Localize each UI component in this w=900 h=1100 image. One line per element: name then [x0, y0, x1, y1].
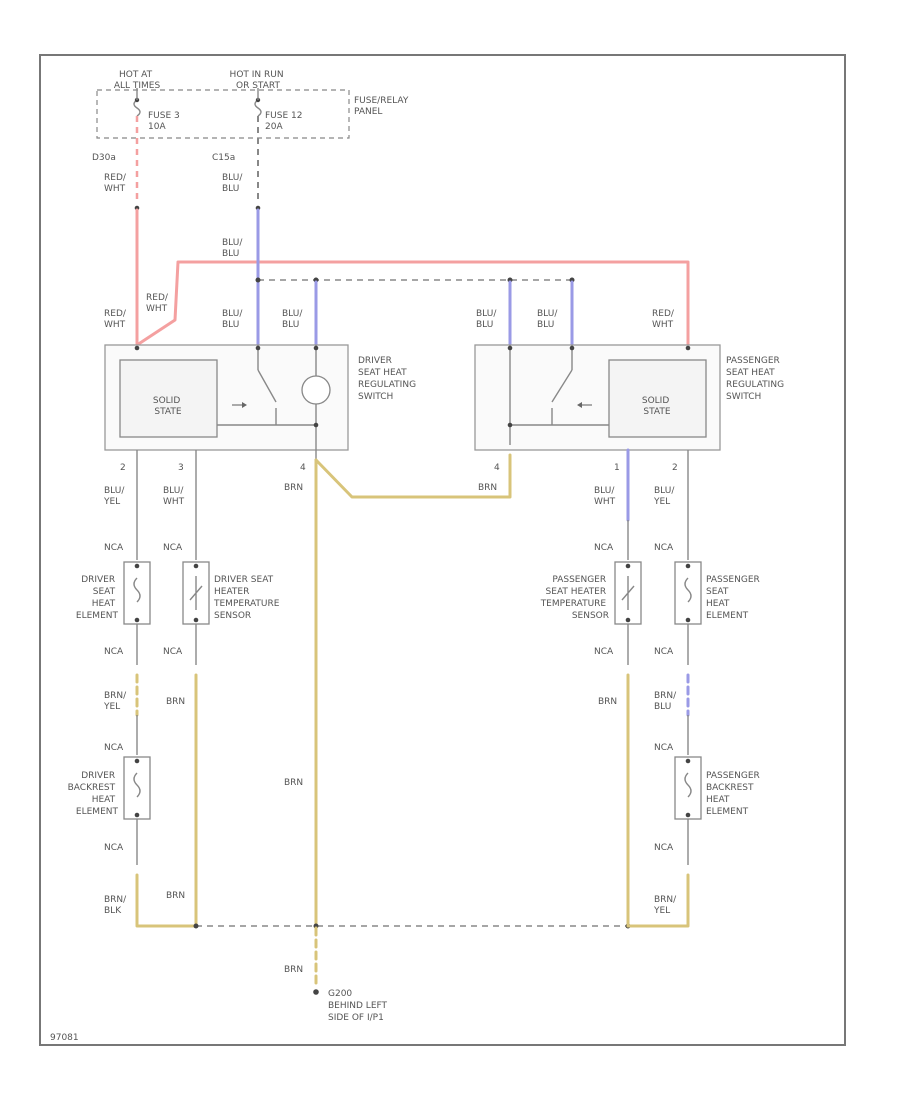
label-fuse-12: FUSE 12 20A	[265, 111, 305, 132]
reference-number: 97081	[50, 1033, 79, 1043]
label-fuse-3: FUSE 3 10A	[148, 111, 183, 132]
driver-seat-heat-switch: SOLID STATE DRIVER SEAT HEAT REGULATING …	[104, 344, 419, 460]
ground-point	[313, 989, 319, 995]
svg-text:RED/WHT: RED/WHT	[104, 309, 127, 330]
svg-text:RED/WHT: RED/WHT	[652, 309, 675, 330]
svg-text:NCA: NCA	[104, 543, 124, 553]
svg-text:BLU/BLU: BLU/BLU	[222, 309, 243, 330]
svg-text:4: 4	[300, 463, 306, 473]
svg-text:NCA: NCA	[104, 647, 124, 657]
label-passenger-backrest: PASSENGER BACKREST HEAT ELEMENT	[706, 771, 763, 817]
label-hot-in-run: HOT IN RUN OR START	[230, 70, 287, 91]
passenger-solid-state-label: SOLID STATE	[642, 396, 672, 417]
top-feed-wires: D30a C15a RED/ WHT BLU/ BLU BLU/ BLU RED…	[92, 88, 690, 347]
passenger-seat-heat-element	[674, 561, 702, 625]
svg-text:NCA: NCA	[594, 647, 614, 657]
svg-text:NCA: NCA	[104, 743, 124, 753]
svg-text:BRN: BRN	[284, 778, 303, 788]
svg-text:NCA: NCA	[594, 543, 614, 553]
driver-indicator-lamp-icon	[301, 375, 331, 405]
svg-text:BLU/WHT: BLU/WHT	[594, 486, 616, 507]
svg-text:3: 3	[178, 463, 184, 473]
svg-text:BLU/BLU: BLU/BLU	[537, 309, 558, 330]
label-driver-backrest: DRIVER BACKREST HEAT ELEMENT	[68, 771, 119, 817]
pin-labels: 2 3 4 4 1 2	[120, 463, 678, 473]
svg-text:2: 2	[120, 463, 126, 473]
label-ground: G200 BEHIND LEFT SIDE OF I/P1	[328, 989, 390, 1023]
svg-text:BRN: BRN	[284, 483, 303, 493]
svg-text:NCA: NCA	[654, 543, 674, 553]
label-red-wht-top: RED/ WHT	[104, 173, 129, 194]
passenger-circuit: BLU/WHT BLU/YEL NCA NCA PASSENGER SEAT H…	[540, 448, 763, 928]
svg-text:BRN/YEL: BRN/YEL	[653, 895, 677, 916]
svg-text:NCA: NCA	[654, 743, 674, 753]
svg-text:RED/WHT: RED/WHT	[146, 293, 169, 314]
label-fuse-relay-panel: FUSE/RELAY PANEL	[354, 96, 411, 117]
fuse-12-symbol	[254, 99, 262, 117]
svg-text:BLU/YEL: BLU/YEL	[653, 486, 675, 507]
svg-text:NCA: NCA	[163, 647, 183, 657]
svg-text:BLU/YEL: BLU/YEL	[103, 486, 125, 507]
label-driver-seat-heater-temp-sensor: DRIVER SEAT HEATER TEMPERATURE SENSOR	[213, 575, 282, 621]
svg-text:BRN: BRN	[166, 891, 185, 901]
label-passenger-seat-heater-temp-sensor: PASSENGER SEAT HEATER TEMPERATURE SENSOR	[540, 575, 609, 621]
svg-text:BLU/WHT: BLU/WHT	[163, 486, 185, 507]
passenger-switch-label: PASSENGER SEAT HEAT REGULATING SWITCH	[726, 356, 787, 402]
passenger-seat-heat-switch: SOLID STATE PASSENGER SEAT HEAT REGULATI…	[474, 344, 787, 451]
svg-text:NCA: NCA	[654, 843, 674, 853]
label-hot-at-all-times: HOT AT ALL TIMES	[114, 70, 161, 91]
svg-text:NCA: NCA	[163, 543, 183, 553]
svg-text:BRN: BRN	[166, 697, 185, 707]
svg-text:BRN: BRN	[284, 965, 303, 975]
driver-seat-heat-element	[123, 561, 151, 625]
fuse-3-symbol	[133, 99, 141, 117]
label-passenger-seat-heat-element: PASSENGER SEAT HEAT ELEMENT	[706, 575, 763, 621]
svg-text:D30a: D30a	[92, 153, 116, 163]
svg-text:BRN/BLK: BRN/BLK	[104, 895, 127, 916]
driver-circuit: BLU/YEL BLU/WHT NCA NCA DRIVER SEAT HEAT…	[68, 450, 282, 928]
fuse-relay-panel: HOT AT ALL TIMES HOT IN RUN OR START FUS…	[96, 70, 411, 139]
svg-text:2: 2	[672, 463, 678, 473]
svg-text:BRN/BLU: BRN/BLU	[654, 691, 677, 712]
svg-text:1: 1	[614, 463, 620, 473]
center-ground-circuit: BRN BRN BRN BRN G200 BEHIND LEFT SIDE OF…	[193, 453, 631, 1023]
driver-switch-label: DRIVER SEAT HEAT REGULATING SWITCH	[358, 356, 419, 402]
driver-backrest-heat-element	[123, 756, 151, 820]
svg-text:BLU/BLU: BLU/BLU	[476, 309, 497, 330]
label-blu-blu-top: BLU/ BLU	[222, 173, 245, 194]
svg-text:BLU/ BLU: BLU/ BLU	[222, 238, 245, 259]
svg-text:NCA: NCA	[654, 647, 674, 657]
svg-text:BRN: BRN	[478, 483, 497, 493]
svg-text:BLU/BLU: BLU/BLU	[282, 309, 303, 330]
diagram-frame	[39, 54, 846, 1046]
svg-text:4: 4	[494, 463, 500, 473]
driver-solid-state-label: SOLID STATE	[153, 396, 183, 417]
svg-text:BRN: BRN	[598, 697, 617, 707]
svg-text:NCA: NCA	[104, 843, 124, 853]
passenger-backrest-heat-element	[674, 756, 702, 820]
label-driver-seat-heat-element: DRIVER SEAT HEAT ELEMENT	[76, 575, 119, 621]
svg-text:C15a: C15a	[212, 153, 235, 163]
svg-text:BRN/YEL: BRN/YEL	[103, 691, 127, 712]
